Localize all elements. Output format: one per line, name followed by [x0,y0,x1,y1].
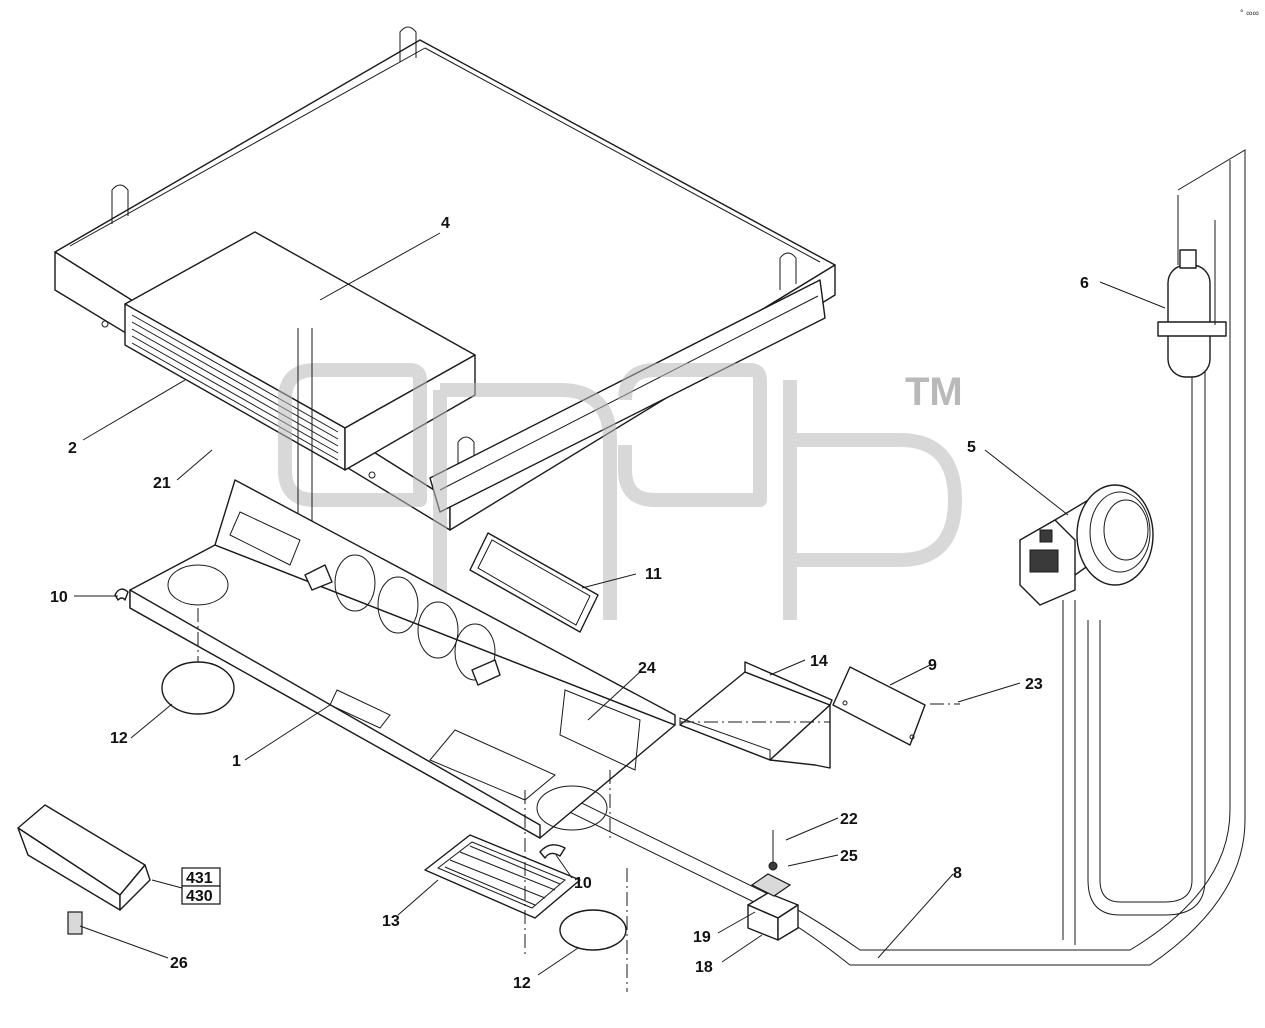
watermark-logo: TM [278,363,963,620]
callout-4: 4 [441,215,450,232]
callout-23: 23 [1025,676,1043,693]
callout-13: 13 [382,913,400,930]
gasket-12-bottom [559,909,627,951]
callout-10-bottom: 10 [574,875,592,892]
callout-box-430: 430 [181,885,221,905]
grille-13 [424,834,581,919]
callout-14: 14 [810,653,828,670]
fuse-block [17,804,151,935]
callout-21: 21 [153,475,171,492]
callout-431: 431 [186,870,213,887]
callout-6: 6 [1080,275,1089,292]
expansion-valve [747,830,799,941]
leader-lines [74,232,1166,976]
clip-10-left [114,588,129,601]
corner-mark: ° ∞∞ [1240,8,1259,18]
callout-25: 25 [840,848,858,865]
callout-9: 9 [928,657,937,674]
callout-8: 8 [953,865,962,882]
callout-12-left: 12 [110,730,128,747]
ceiling-panel [129,479,676,839]
callout-22: 22 [840,811,858,828]
receiver-drier [1157,195,1227,378]
callout-12-bottom: 12 [513,975,531,992]
callout-19: 19 [693,929,711,946]
callout-26: 26 [170,955,188,972]
callout-2: 2 [68,440,77,457]
callout-430: 430 [186,888,213,905]
vent-frame-11 [469,532,599,633]
callout-10-left: 10 [50,589,68,606]
compressor [1019,484,1154,606]
cover-plate-9 [832,666,926,746]
gasket-12-left [161,661,235,715]
callout-box-431: 431 [181,867,221,887]
callout-18: 18 [695,959,713,976]
callout-24: 24 [638,660,656,677]
watermark-trademark: TM [905,370,963,414]
clip-10-bottom [539,844,566,859]
callout-11: 11 [645,566,662,583]
callout-1: 1 [232,753,241,770]
evaporator-grille [131,314,339,461]
duct-14 [679,661,833,769]
callout-5: 5 [967,439,976,456]
